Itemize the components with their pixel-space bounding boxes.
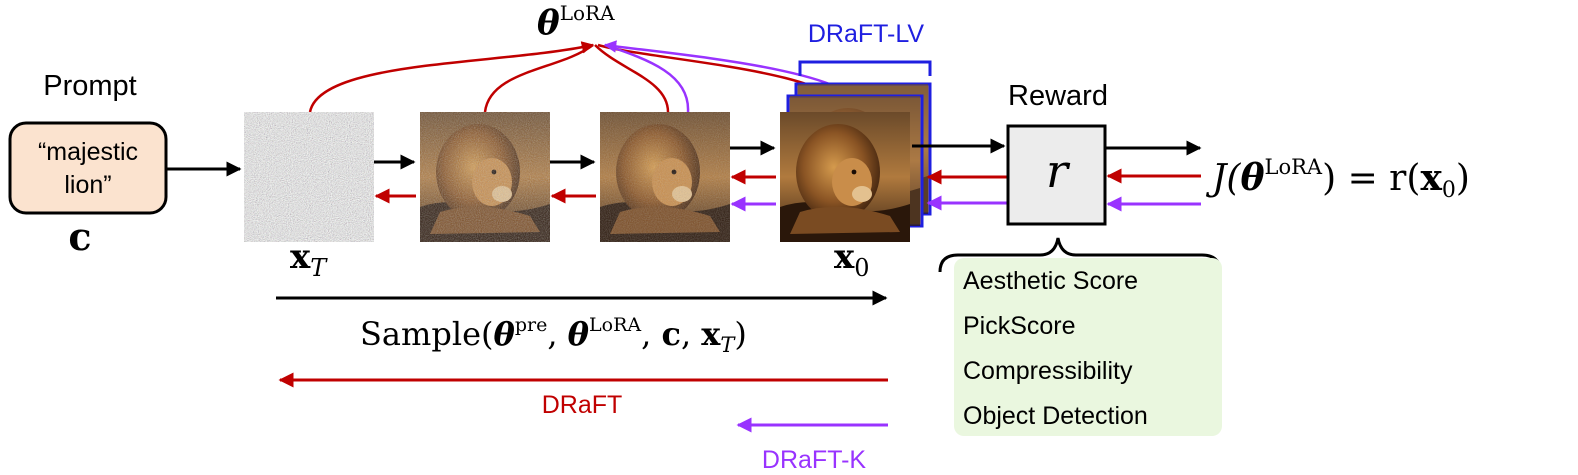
reward-symbol: r — [1046, 144, 1071, 198]
prompt-symbol-c: c — [68, 214, 91, 259]
reward-box — [1006, 124, 1107, 226]
objective-x: x — [1420, 157, 1442, 199]
xT-sub: T — [310, 254, 328, 282]
reward-type-0: Aesthetic Score — [963, 267, 1138, 295]
sample-x: x — [701, 315, 721, 353]
draft-lv-label: DRaFT-LV — [808, 20, 925, 48]
noisy-lion-image-2 — [600, 112, 730, 242]
objective-equation: J(θLoRA) = r(x0) — [1205, 155, 1470, 203]
prompt-text-line1: “majestic — [38, 138, 138, 166]
objective-mid: ) = r( — [1322, 158, 1420, 199]
sample-theta-pre: θ — [493, 315, 515, 353]
objective-sub: 0 — [1442, 178, 1456, 203]
xT-label: xT — [290, 237, 328, 282]
sample-sep2: , — [641, 315, 661, 353]
reward-types-box — [954, 258, 1222, 436]
x0-base: x — [834, 237, 855, 277]
sample-theta-lora: θ — [568, 315, 590, 353]
x0-sub: 0 — [854, 254, 869, 282]
grad-curve-x2 — [594, 44, 670, 113]
objective-close: ) — [1456, 158, 1470, 199]
prompt-text-line2: lion” — [64, 171, 111, 199]
reward-heading: Reward — [1008, 80, 1108, 112]
objective-theta: θ — [1240, 157, 1264, 199]
sample-c: c — [661, 315, 680, 353]
grad-curve-x1 — [483, 44, 594, 113]
draft-k-label: DRaFT-K — [762, 446, 867, 474]
noise-image-xT — [244, 112, 374, 242]
x0-label: x0 — [834, 237, 870, 282]
noisy-lion-image-1 — [420, 112, 550, 242]
sample-close: ) — [734, 315, 746, 353]
grad-curve-xT — [308, 41, 595, 113]
draft-lv-bracket — [798, 60, 932, 76]
sample-fn: Sample( — [360, 315, 493, 353]
sample-sup-pre: pre — [515, 314, 548, 336]
reward-type-3: Object Detection — [963, 402, 1148, 430]
sample-sup-lora: LoRA — [589, 314, 641, 336]
sample-sep1: , — [547, 315, 567, 353]
xT-base: x — [290, 237, 311, 277]
reward-brace — [938, 237, 1222, 273]
reward-type-2: Compressibility — [963, 357, 1133, 385]
sample-sep3: , — [681, 315, 701, 353]
objective-J: J( — [1205, 158, 1241, 199]
grad-curve-x2-purple — [604, 43, 690, 113]
prompt-box — [8, 121, 168, 215]
sample-label: Sample(θpre, θLoRA, c, xT) — [360, 314, 747, 357]
lora-superscript: LoRA — [560, 1, 615, 25]
reward-type-1: PickScore — [963, 312, 1076, 340]
objective-sup: LoRA — [1265, 155, 1323, 179]
sample-sub: T — [720, 333, 736, 357]
draft-label: DRaFT — [542, 391, 623, 419]
theta-symbol: θ — [537, 3, 560, 43]
clean-lion-image-x0 — [780, 112, 910, 242]
theta-lora-label: θLoRA — [537, 1, 615, 43]
prompt-heading: Prompt — [43, 70, 136, 102]
